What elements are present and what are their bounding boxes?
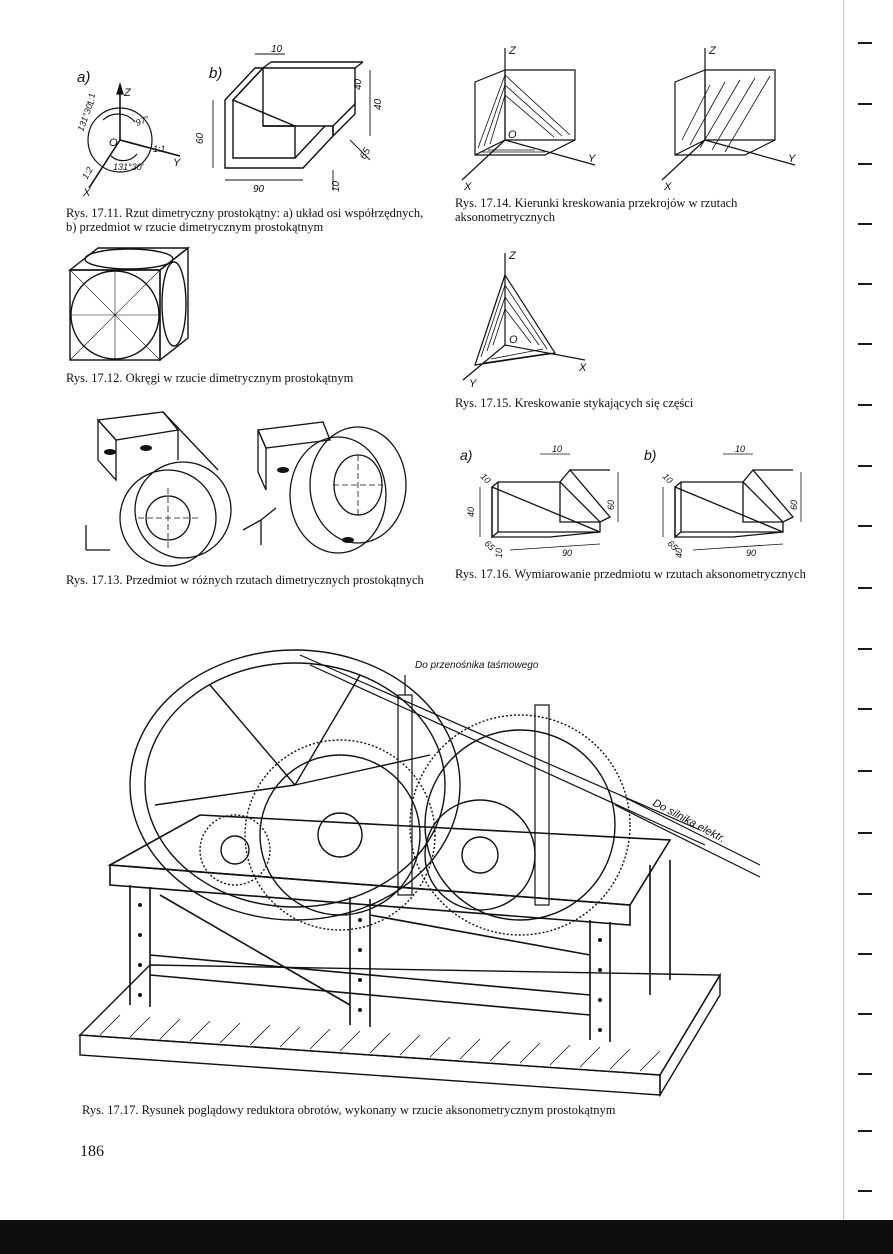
figure-17-16: a) b) 10 10 40 60: [450, 432, 815, 562]
fig17-16-b-d90: 90: [746, 548, 756, 558]
caption-17-15: Rys. 17.15. Kreskowanie stykających się …: [455, 396, 694, 410]
margin-tick: [858, 708, 872, 710]
margin-tick: [858, 525, 872, 527]
dim-60: 60: [195, 132, 206, 144]
fig17-15-y: Y: [469, 378, 477, 390]
drive-belt: [299, 654, 761, 878]
angle-bracket-drawing: [224, 61, 364, 169]
axis-system-a: [87, 81, 181, 189]
margin-tick: [858, 1190, 872, 1192]
fig17-11-label-a: a): [77, 69, 90, 86]
fig17-14-z2: Z: [708, 45, 717, 57]
right-margin-rule: [843, 0, 844, 1220]
note-to-conveyor: Do przenośnika taśmowego: [415, 660, 539, 671]
figure-17-14: Z X Y O Z X Y: [450, 40, 810, 195]
margin-tick: [858, 1013, 872, 1015]
margin-tick: [858, 283, 872, 285]
fig17-11-label-b: b): [209, 65, 222, 82]
fig17-15-o: O: [509, 334, 518, 346]
fig17-11-scale-1: 1:1: [85, 92, 97, 106]
figure-17-14-drawing: Z X Y O Z X Y: [461, 45, 796, 193]
dim-10-top: 10: [271, 44, 283, 55]
margin-tick: [858, 893, 872, 895]
caption-17-11: Rys. 17.11. Rzut dimetryczny prostokątny…: [66, 206, 424, 234]
fig17-11-axis-z: Z: [123, 87, 132, 99]
dim-10-bottom: 10: [331, 180, 342, 192]
margin-tick: [858, 465, 872, 467]
fig17-16-a-d10c: 10: [494, 548, 504, 558]
fig17-11-axis-x: X: [82, 187, 91, 199]
margin-tick: [858, 1130, 872, 1132]
dimension-lines-b: [212, 53, 371, 190]
fig17-16-label-a: a): [460, 447, 472, 463]
figure-17-17: Do przenośnika taśmowego Do silnika elek…: [60, 635, 761, 1098]
figure-17-12-drawing: [67, 246, 191, 362]
margin-tick: [858, 404, 872, 406]
figure-17-17-drawing: Do przenośnika taśmowego Do silnika elek…: [78, 649, 761, 1098]
figure-17-11-drawing: a) b) Z X Y O 131°30' 131°30' 97° 1:1 1:…: [75, 44, 384, 199]
dim-65: 65: [358, 146, 373, 162]
gear-wheels: [199, 714, 631, 936]
margin-tick: [858, 587, 872, 589]
dim-40b: 40: [353, 78, 364, 90]
frame-rivets: [138, 903, 602, 1032]
fig17-16-b-d10: 10: [735, 444, 745, 454]
margin-tick: [858, 103, 872, 105]
margin-tick: [858, 832, 872, 834]
fig17-14-z1: Z: [508, 45, 517, 57]
caption-17-12: Rys. 17.12. Okręgi w rzucie dimetrycznym…: [66, 371, 354, 385]
margin-tick: [858, 953, 872, 955]
figure-17-13-drawing: [85, 411, 407, 567]
figure-17-15: Z X Y O: [455, 245, 615, 390]
fig17-14-x2: X: [663, 181, 672, 193]
caption-17-13: Rys. 17.13. Przedmiot w różnych rzutach …: [66, 573, 424, 587]
margin-tick: [858, 648, 872, 650]
big-pulley: [129, 649, 461, 921]
margin-tick: [858, 42, 872, 44]
fig17-15-z: Z: [508, 250, 517, 262]
figure-17-11: a) b) Z X Y O 131°30' 131°30' 97° 1:1 1:…: [65, 40, 415, 200]
margin-tick: [858, 163, 872, 165]
fig17-14-x1: X: [463, 181, 472, 193]
fig17-11-origin: O: [109, 137, 118, 149]
fig17-14-y2: Y: [788, 153, 796, 165]
fig17-16-a-d40: 40: [466, 507, 476, 517]
fig17-11-scale-3: 1:1: [153, 144, 166, 154]
fig17-14-y1: Y: [588, 153, 596, 165]
figure-17-16-drawing: a) b) 10 10 40 60: [460, 444, 802, 558]
steel-frame: [107, 814, 672, 1042]
scan-bottom-edge: [0, 1220, 893, 1254]
figure-17-15-drawing: Z X Y O: [462, 250, 587, 390]
fig17-16-b-d10b: 10: [661, 471, 675, 485]
caption-17-14: Rys. 17.14. Kierunki kreskowania przekro…: [455, 196, 738, 224]
fig17-11-scale-2: 1:2: [80, 165, 95, 181]
fig17-11-angle-2: 131°30': [113, 162, 144, 172]
page-number: 186: [80, 1143, 104, 1160]
fig17-11-axis-y: Y: [173, 157, 181, 169]
fig17-16-a-d10b: 10: [479, 471, 493, 485]
margin-tick: [858, 223, 872, 225]
fig17-15-x: X: [578, 362, 587, 374]
margin-tick: [858, 1073, 872, 1075]
dim-40: 40: [373, 98, 384, 110]
caption-17-16: Rys. 17.16. Wymiarowanie przedmiotu w rz…: [455, 567, 806, 581]
fig17-16-b-d60: 60: [789, 500, 799, 510]
fig17-16-a-d10: 10: [552, 444, 562, 454]
margin-tick: [858, 770, 872, 772]
base-plate: [78, 964, 722, 1098]
chain-conveyor: [397, 675, 550, 906]
caption-17-17: Rys. 17.17. Rysunek poglądowy reduktora …: [82, 1103, 616, 1117]
fig17-16-a-d90: 90: [562, 548, 572, 558]
fig17-16-b-d40: 40: [674, 548, 684, 558]
figure-17-13: [68, 400, 418, 570]
figure-17-12: [67, 240, 198, 365]
fig17-16-a-d60: 60: [606, 500, 616, 510]
fig17-14-o1: O: [508, 129, 517, 141]
fig17-16-label-b: b): [644, 447, 656, 463]
margin-tick: [858, 343, 872, 345]
dim-90: 90: [253, 184, 265, 195]
fig17-11-angle-3: 97°: [134, 114, 151, 128]
